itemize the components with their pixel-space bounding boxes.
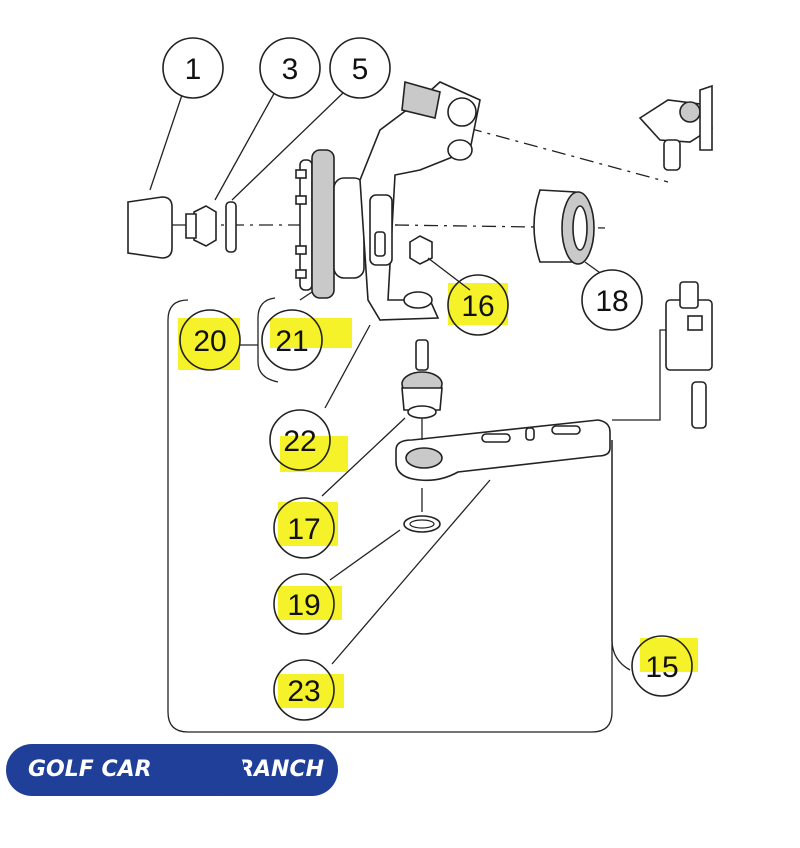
- golf-car-ranch-logo: RANCH GOLF CAR RANCH 903-769-3600: [6, 744, 338, 834]
- highlight-21: [270, 318, 352, 348]
- callout-18: 18: [581, 269, 643, 331]
- steering-arm-bracket-part: [665, 281, 713, 429]
- dust-cap-part: [127, 196, 173, 259]
- callout-18-label: 18: [595, 285, 628, 318]
- callout-20-label: 20: [193, 325, 226, 358]
- callouts: 1 3 5 16 18 20 21 22: [162, 37, 693, 721]
- callout-19: 19: [273, 573, 335, 635]
- lock-nut-part: [409, 235, 433, 265]
- callout-23: 23: [273, 659, 335, 721]
- highlight-marks: [178, 283, 698, 708]
- callout-20: 20: [179, 309, 241, 371]
- steering-arm-part: [395, 419, 611, 482]
- callout-19-label: 19: [287, 589, 320, 622]
- highlight-15: [640, 638, 698, 672]
- callout-21: 21: [261, 309, 323, 371]
- bushing-part: [533, 189, 595, 265]
- washer-part: [225, 201, 237, 253]
- callout-22-label: 22: [283, 425, 316, 458]
- callout-22: 22: [269, 409, 331, 471]
- callout-1-label: 1: [185, 53, 202, 86]
- callout-16: 16: [447, 274, 509, 336]
- callout-15: 15: [631, 635, 693, 697]
- snap-ring-part: [403, 515, 441, 533]
- assembly-brackets: [167, 297, 631, 733]
- callout-5-label: 5: [352, 53, 369, 86]
- callout-21-label: 21: [275, 325, 308, 358]
- spindle-nut-part: [185, 205, 217, 247]
- callout-16-label: 16: [461, 290, 494, 323]
- callout-15-label: 15: [645, 651, 678, 684]
- callout-23-label: 23: [287, 675, 320, 708]
- logo-main-pill: GOLF CAR RANCH 903-769-3600: [6, 744, 244, 834]
- ball-joint-part: [401, 339, 443, 419]
- callout-17-label: 17: [287, 513, 320, 546]
- callout-5: 5: [329, 37, 391, 99]
- highlight-16: [448, 283, 508, 325]
- callout-3-label: 3: [282, 53, 299, 86]
- callout-17: 17: [273, 497, 335, 559]
- logo-phone: 903-769-3600: [86, 807, 122, 813]
- leader-lines: [149, 89, 666, 665]
- callout-3: 3: [259, 37, 321, 99]
- spindle-knuckle-part: [359, 80, 481, 321]
- callout-1: 1: [162, 37, 224, 99]
- tie-rod-end-part: [638, 84, 714, 171]
- parts-diagram: 1 3 5 16 18 20 21 22: [127, 37, 714, 733]
- wheel-hub-part: [295, 149, 365, 299]
